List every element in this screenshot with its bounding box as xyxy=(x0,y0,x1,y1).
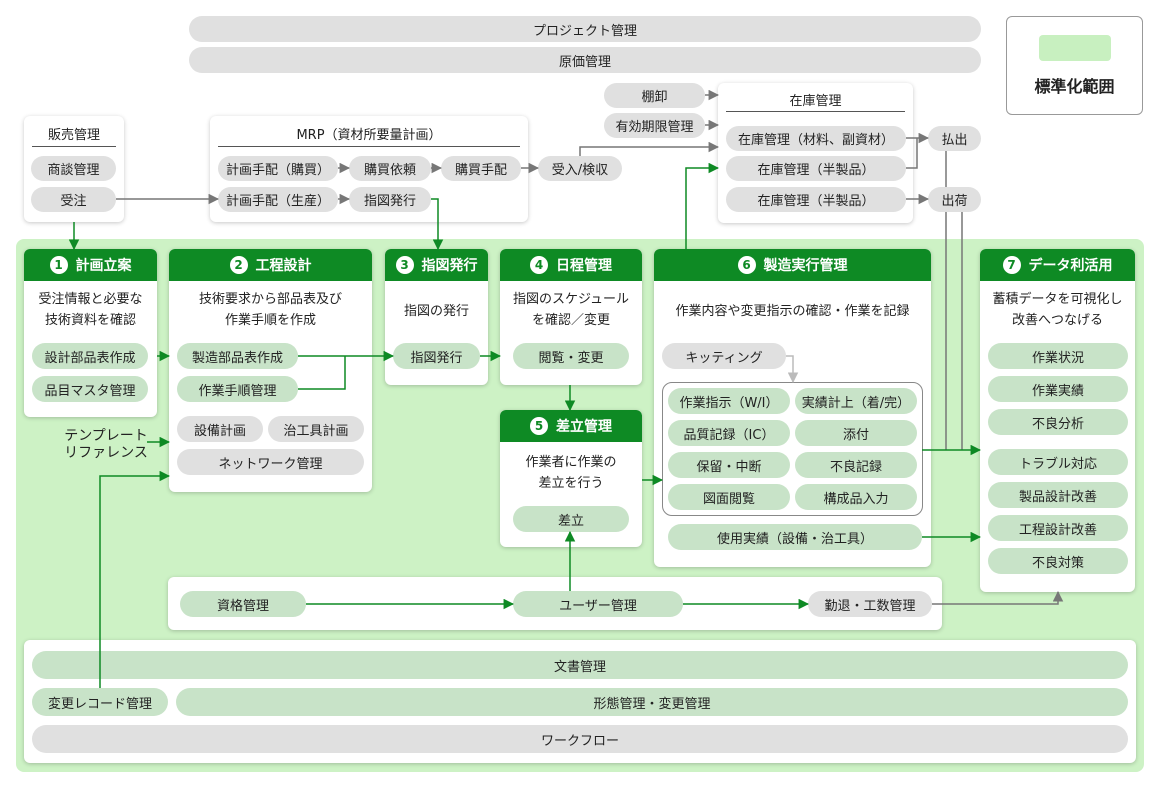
cost-management-bar: 原価管理 xyxy=(189,47,981,73)
step7-header: 7 データ利活用 xyxy=(980,249,1135,281)
document-management[interactable]: 文書管理 xyxy=(32,651,1128,679)
network-management[interactable]: ネットワーク管理 xyxy=(177,449,364,475)
legend: 標準化範囲 xyxy=(1006,16,1143,115)
step2-desc: 技術要求から部品表及び作業手順を作成 xyxy=(198,292,342,328)
quality-record[interactable]: 品質記録（IC） xyxy=(668,420,790,446)
step2-title: 工程設計 xyxy=(255,258,312,274)
user-management[interactable]: ユーザー管理 xyxy=(513,591,683,617)
dispatching[interactable]: 差立 xyxy=(513,506,629,532)
step3-title: 指図発行 xyxy=(421,258,478,274)
inventory-materials[interactable]: 在庫管理（材料、副資材） xyxy=(726,126,906,151)
step1-header: 1 計画立案 xyxy=(24,249,157,281)
defect-record[interactable]: 不良記録 xyxy=(795,452,917,478)
expiry-management[interactable]: 有効期限管理 xyxy=(604,113,705,138)
stocktaking[interactable]: 棚卸 xyxy=(604,83,705,108)
drawing-view[interactable]: 図面閲覧 xyxy=(668,484,790,510)
attachment[interactable]: 添付 xyxy=(795,420,917,446)
step1-number: 1 xyxy=(49,256,68,274)
step7-number: 7 xyxy=(1002,256,1021,274)
step6-title: 製造実行管理 xyxy=(763,258,848,274)
equipment-planning[interactable]: 設備計画 xyxy=(177,416,263,442)
order-receipt[interactable]: 受注 xyxy=(31,187,116,212)
change-record-management[interactable]: 変更レコード管理 xyxy=(32,688,168,716)
defect-analysis[interactable]: 不良分析 xyxy=(988,409,1128,435)
tooling-planning[interactable]: 治工具計画 xyxy=(268,416,364,442)
step6-header: 6 製造実行管理 xyxy=(654,249,931,281)
purchase-arrangement[interactable]: 購買手配 xyxy=(441,156,521,181)
work-instruction[interactable]: 作業指示（W/I） xyxy=(668,388,790,414)
payout[interactable]: 払出 xyxy=(928,126,981,151)
sales-title: 販売管理 xyxy=(47,128,100,143)
step4-title: 日程管理 xyxy=(556,258,612,274)
kitting[interactable]: キッティング xyxy=(662,343,786,369)
step5-header: 5 差立管理 xyxy=(500,410,642,442)
item-master-management[interactable]: 品目マスタ管理 xyxy=(32,376,148,402)
planned-order-purchase[interactable]: 計画手配（購買） xyxy=(218,156,338,181)
step5-number: 5 xyxy=(530,417,548,435)
trouble-response[interactable]: トラブル対応 xyxy=(988,449,1128,475)
defect-countermeasure[interactable]: 不良対策 xyxy=(988,548,1128,574)
step7-desc: 蓄積データを可視化し改善へつなげる xyxy=(992,292,1123,328)
project-management-bar: プロジェクト管理 xyxy=(189,16,981,42)
inventory-title: 在庫管理 xyxy=(789,94,842,109)
step6-number: 6 xyxy=(737,256,756,274)
shipment[interactable]: 出荷 xyxy=(928,187,981,212)
step3-number: 3 xyxy=(395,256,414,274)
process-design-improvement[interactable]: 工程設計改善 xyxy=(988,515,1128,541)
step5-desc: 作業者に作業の差立を行う xyxy=(525,455,617,491)
attendance-management[interactable]: 勤退・工数管理 xyxy=(808,591,932,617)
manufacturing-bom-creation[interactable]: 製造部品表作成 xyxy=(177,343,298,369)
negotiation-management[interactable]: 商談管理 xyxy=(31,156,116,181)
view-change[interactable]: 閲覧・変更 xyxy=(513,343,629,369)
planned-order-production[interactable]: 計画手配（生産） xyxy=(218,187,338,212)
step5-title: 差立管理 xyxy=(556,419,612,435)
qualification-management[interactable]: 資格管理 xyxy=(180,591,306,617)
order-issue[interactable]: 指図発行 xyxy=(393,343,480,369)
purchase-request[interactable]: 購買依頼 xyxy=(349,156,431,181)
step1-title: 計画立案 xyxy=(75,258,132,274)
legend-label: 標準化範囲 xyxy=(1034,77,1115,96)
work-status[interactable]: 作業状況 xyxy=(988,343,1128,369)
component-input[interactable]: 構成品入力 xyxy=(795,484,917,510)
step7-title: データ利活用 xyxy=(1028,258,1113,274)
usage-record[interactable]: 使用実績（設備・治工具） xyxy=(668,524,922,550)
step6-desc: 作業内容や変更指示の確認・作業を記録 xyxy=(675,304,910,319)
step3-desc: 指図の発行 xyxy=(403,304,469,319)
step4-desc: 指図のスケジュールを確認／変更 xyxy=(512,292,630,328)
step4-number: 4 xyxy=(530,256,548,274)
result-posting[interactable]: 実績計上（着/完） xyxy=(795,388,917,414)
step1-desc: 受注情報と必要な技術資料を確認 xyxy=(38,292,143,328)
inventory-semi-finished-1[interactable]: 在庫管理（半製品） xyxy=(726,156,906,181)
hold-suspend[interactable]: 保留・中断 xyxy=(668,452,790,478)
template-reference-label: テンプレートリファレンス xyxy=(64,428,148,461)
inventory-semi-finished-2[interactable]: 在庫管理（半製品） xyxy=(726,187,906,212)
legend-swatch xyxy=(1039,35,1111,61)
step2-header: 2 工程設計 xyxy=(169,249,372,281)
mrp-title: MRP（資材所要量計画） xyxy=(296,128,442,143)
receiving-inspection[interactable]: 受入/検収 xyxy=(538,156,622,181)
configuration-change-management[interactable]: 形態管理・変更管理 xyxy=(176,688,1128,716)
step2-number: 2 xyxy=(229,256,248,274)
work-results[interactable]: 作業実績 xyxy=(988,376,1128,402)
workflow[interactable]: ワークフロー xyxy=(32,725,1128,753)
order-issue-mrp[interactable]: 指図発行 xyxy=(349,187,431,212)
step3-header: 3 指図発行 xyxy=(385,249,488,281)
work-procedure-management[interactable]: 作業手順管理 xyxy=(177,376,298,402)
step4-header: 4 日程管理 xyxy=(500,249,642,281)
product-design-improvement[interactable]: 製品設計改善 xyxy=(988,482,1128,508)
design-bom-creation[interactable]: 設計部品表作成 xyxy=(32,343,148,369)
